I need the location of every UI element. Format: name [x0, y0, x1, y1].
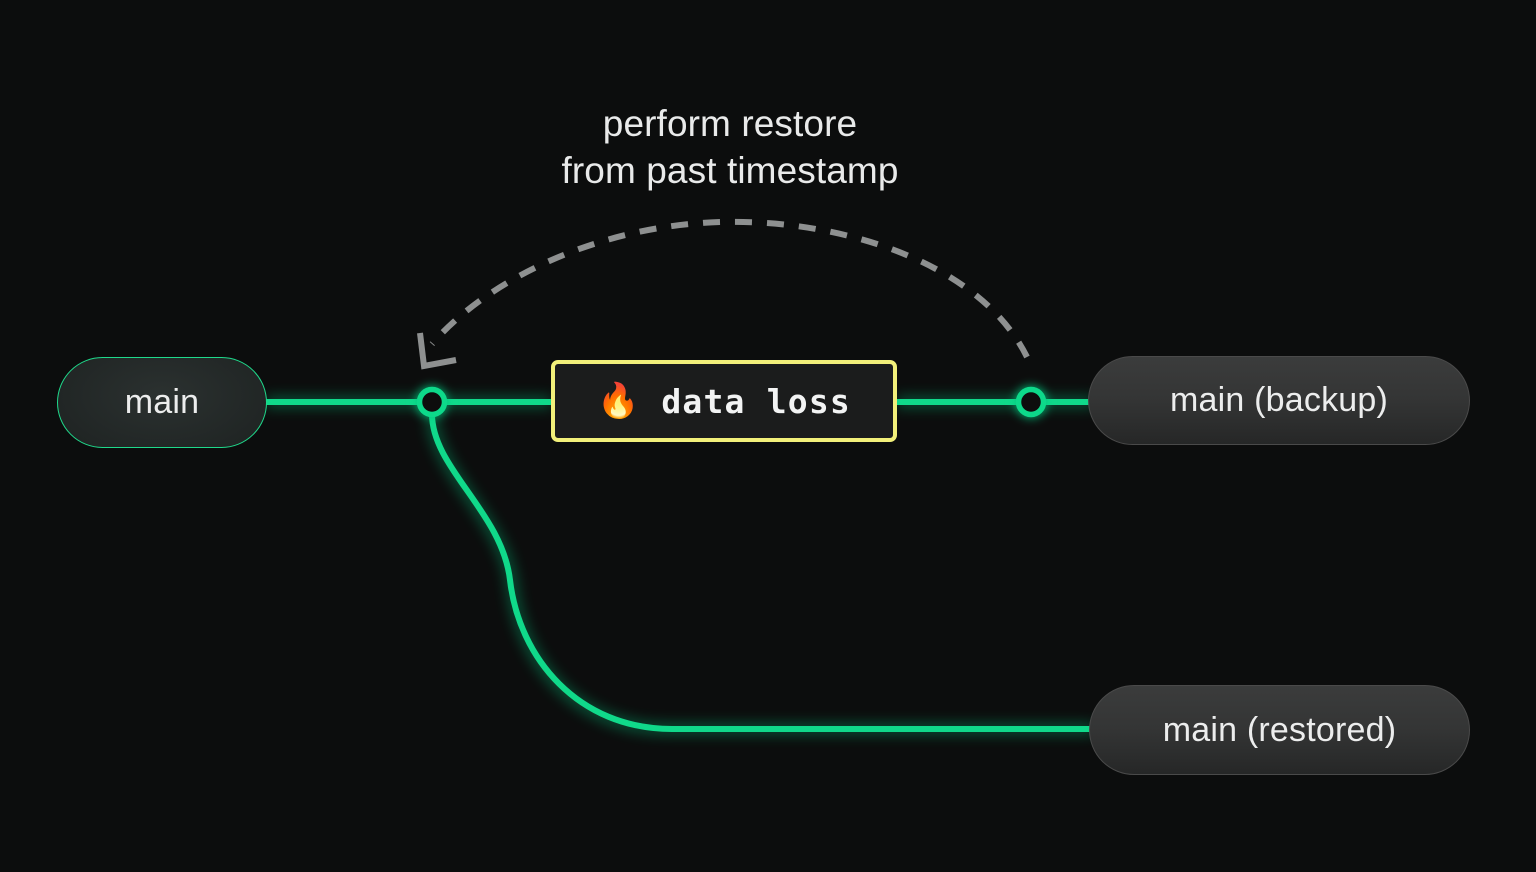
node-main-label: main [124, 383, 200, 421]
node-main-restored[interactable]: main (restored) [1074, 685, 1485, 775]
backup-point-marker[interactable] [1015, 386, 1047, 418]
restore-dashed-arc [429, 218, 1030, 359]
node-main-backup[interactable]: main (backup) [1073, 356, 1470, 445]
restore-arrowhead-icon [417, 332, 457, 370]
timeline-glow [266, 397, 1094, 734]
node-main-backup-label: main (backup) [1169, 381, 1389, 419]
edge-branch-to-restored [429, 411, 1099, 732]
fire-emoji: 🔥 [597, 381, 640, 421]
node-main-restored-label: main (restored) [1162, 710, 1397, 749]
data-loss-event[interactable]: 🔥 data loss [551, 360, 897, 442]
branch-point-marker[interactable] [416, 386, 448, 418]
data-loss-label: data loss [661, 381, 851, 421]
node-main[interactable]: main [12, 312, 312, 493]
